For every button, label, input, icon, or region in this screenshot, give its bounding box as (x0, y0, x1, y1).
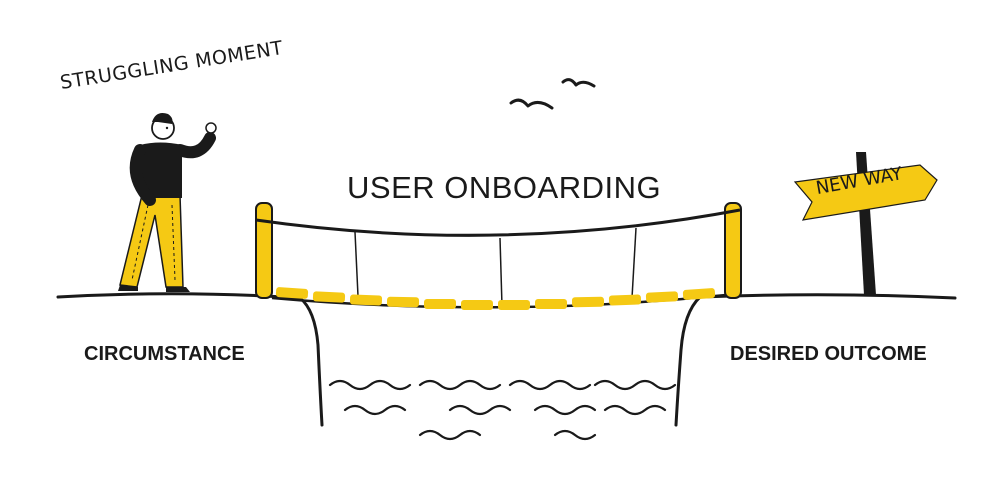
birds-icon (509, 78, 596, 110)
desired-outcome-label: DESIRED OUTCOME (730, 343, 927, 365)
chasm-walls (298, 295, 702, 427)
rope-bridge-icon (255, 202, 742, 310)
bridge-title: USER ONBOARDING (347, 170, 662, 205)
person-icon (118, 113, 217, 292)
signpost-icon (793, 152, 938, 295)
ground-lines (56, 292, 957, 300)
water-waves-icon (328, 379, 677, 441)
circumstance-label: CIRCUMSTANCE (84, 343, 245, 365)
